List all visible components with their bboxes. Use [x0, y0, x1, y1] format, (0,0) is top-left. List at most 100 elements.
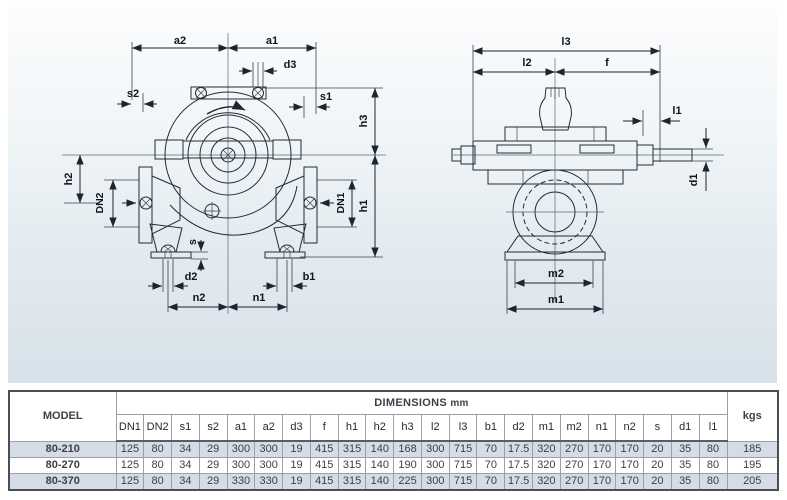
dim-label-h3: h3 [358, 115, 370, 128]
value-cell: 320 [531, 473, 561, 491]
value-cell: 125 [115, 440, 145, 458]
value-cell: 80 [143, 473, 173, 491]
value-cell: 29 [198, 473, 228, 491]
column-header-l1: l1 [698, 414, 728, 442]
value-cell: 140 [365, 473, 395, 491]
value-cell: 300 [254, 440, 284, 458]
value-cell: 170 [587, 457, 617, 474]
value-cell: 330 [254, 473, 284, 491]
dim-label-s: s [187, 239, 199, 245]
dim-label-a2: a2 [174, 35, 186, 47]
value-cell: 715 [448, 473, 478, 491]
value-cell: 320 [531, 440, 561, 458]
column-header-h1: h1 [337, 414, 367, 442]
value-cell: 330 [226, 473, 256, 491]
dim-label-dn2: DN2 [94, 192, 106, 213]
dim-label-m2: m2 [548, 268, 564, 280]
column-header-b1: b1 [476, 414, 506, 442]
value-cell: 170 [587, 473, 617, 491]
dim-label-dn1: DN1 [335, 192, 347, 213]
value-cell: 17.5 [504, 473, 533, 491]
flange-bolt-right-icon [303, 196, 317, 210]
column-header-s: s [643, 414, 672, 442]
value-cell: 170 [615, 473, 645, 491]
front-view-drawing [62, 33, 386, 314]
value-cell: 80 [698, 440, 728, 458]
model-header: MODEL [8, 390, 117, 442]
casing-bolt-left-icon [195, 87, 207, 99]
column-header-d3: d3 [282, 414, 311, 442]
value-cell: 270 [559, 473, 589, 491]
kgs-cell: 205 [726, 473, 779, 491]
value-cell: 70 [476, 457, 506, 474]
column-header-n2: n2 [615, 414, 645, 442]
side-view-labels: l3 l2 f l1 d1 m2 m1 [522, 36, 700, 306]
value-cell: 225 [393, 473, 422, 491]
kgs-cell: 185 [726, 440, 779, 458]
value-cell: 19 [282, 440, 311, 458]
value-cell: 190 [393, 457, 422, 474]
dimensions-label: DIMENSIONS [374, 396, 447, 409]
value-cell: 140 [365, 457, 395, 474]
column-header-m2: m2 [559, 414, 589, 442]
value-cell: 315 [337, 440, 367, 458]
column-header-f: f [309, 414, 339, 442]
value-cell: 300 [420, 473, 450, 491]
column-header-l2: l2 [420, 414, 450, 442]
column-header-l3: l3 [448, 414, 478, 442]
dim-label-s2: s2 [127, 88, 139, 100]
value-cell: 70 [476, 473, 506, 491]
value-cell: 300 [226, 440, 256, 458]
value-cell: 300 [254, 457, 284, 474]
value-cell: 300 [420, 457, 450, 474]
value-cell: 17.5 [504, 440, 533, 458]
value-cell: 70 [476, 440, 506, 458]
value-cell: 29 [198, 440, 228, 458]
flange-bolt-left-icon [139, 196, 153, 210]
value-cell: 125 [115, 473, 145, 491]
side-view-drawing [451, 58, 724, 302]
value-cell: 315 [337, 457, 367, 474]
value-cell: 34 [171, 457, 200, 474]
dim-label-h1: h1 [358, 200, 370, 213]
dim-label-b1: b1 [303, 271, 316, 283]
column-header-d2: d2 [504, 414, 533, 442]
value-cell: 80 [698, 473, 728, 491]
value-cell: 80 [698, 457, 728, 474]
dim-label-m1: m1 [548, 294, 564, 306]
dim-label-s1: s1 [320, 91, 332, 103]
dimensions-unit-label: mm [450, 397, 469, 409]
column-header-a1: a1 [226, 414, 256, 442]
value-cell: 300 [420, 440, 450, 458]
value-cell: 170 [615, 440, 645, 458]
value-cell: 29 [198, 457, 228, 474]
value-cell: 170 [615, 457, 645, 474]
value-cell: 140 [365, 440, 395, 458]
dim-label-d1: d1 [688, 174, 700, 187]
column-header-s1: s1 [171, 414, 200, 442]
value-cell: 20 [643, 457, 672, 474]
drain-plug-icon [203, 202, 221, 220]
column-header-m1: m1 [531, 414, 561, 442]
value-cell: 168 [393, 440, 422, 458]
dim-label-d2: d2 [185, 271, 198, 283]
column-header-a2: a2 [254, 414, 284, 442]
value-cell: 80 [143, 440, 173, 458]
front-view-labels: a2 a1 d3 s2 s1 h3 h2 DN2 DN1 h1 s d2 b1 … [63, 35, 370, 304]
front-view-dimensions [64, 42, 383, 312]
kgs-header: kgs [726, 390, 779, 442]
dim-label-f: f [605, 57, 609, 69]
dim-label-l1: l1 [672, 105, 681, 117]
value-cell: 320 [531, 457, 561, 474]
column-header-DN2: DN2 [143, 414, 173, 442]
side-view-dimensions [472, 45, 710, 314]
column-header-h3: h3 [393, 414, 422, 442]
dim-label-n1: n1 [253, 292, 266, 304]
dim-label-n2: n2 [193, 292, 206, 304]
dim-label-h2: h2 [63, 173, 75, 186]
value-cell: 20 [643, 473, 672, 491]
value-cell: 270 [559, 440, 589, 458]
